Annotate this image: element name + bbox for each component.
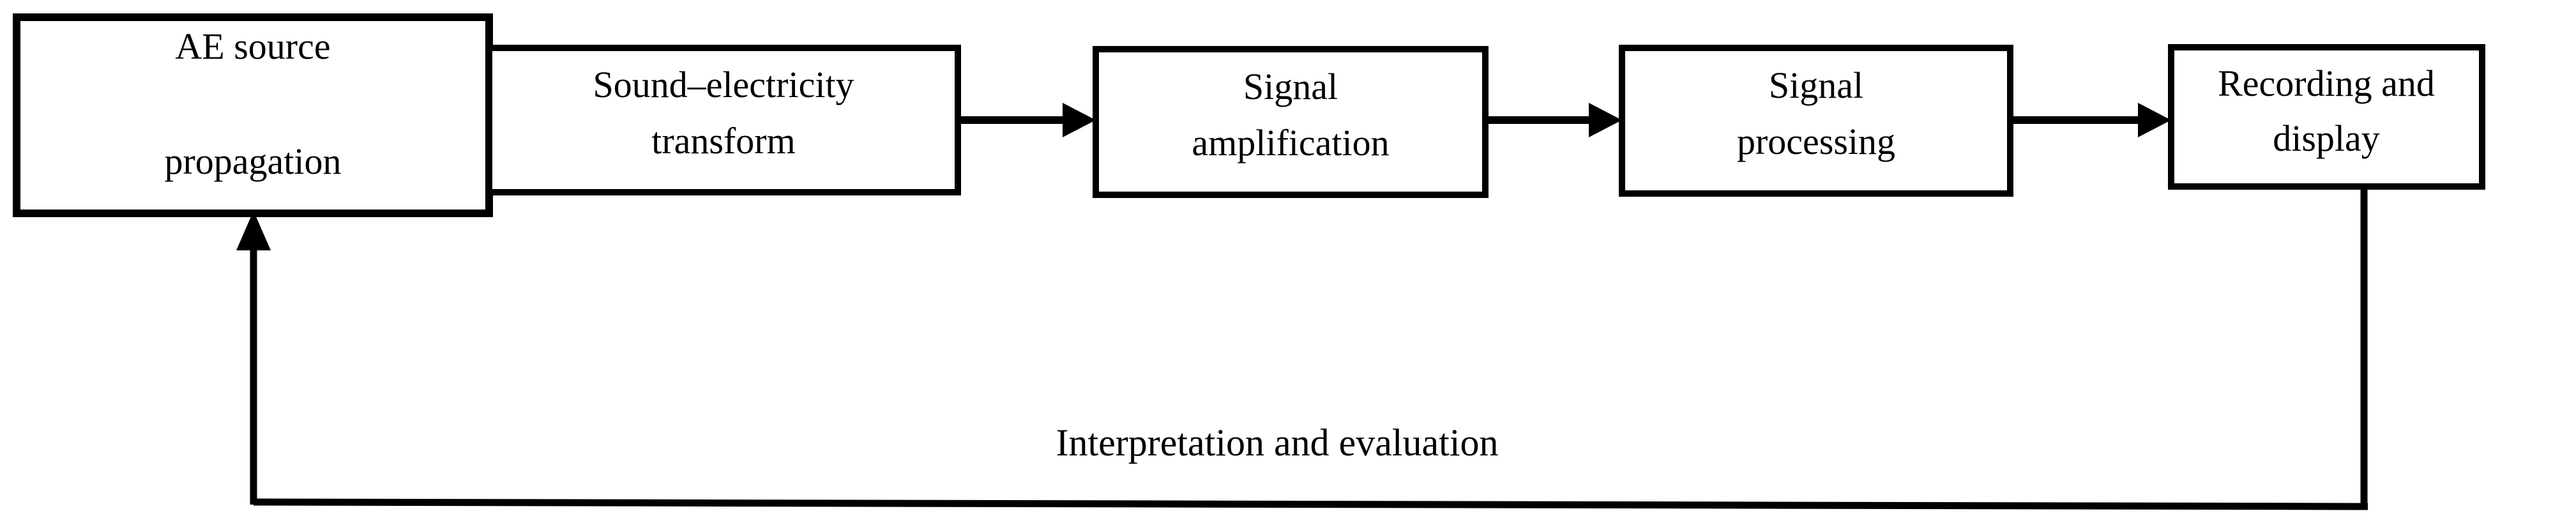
edge-2-arrowhead-icon: [1063, 103, 1096, 137]
node-signal-amplification-label-line2: amplification: [1192, 122, 1389, 164]
node-signal-amplification[interactable]: Signal amplification: [1093, 46, 1489, 198]
node-ae-source-propagation-label-line1: AE source: [175, 26, 330, 67]
node-sound-electricity-transform-box[interactable]: [486, 45, 961, 195]
node-signal-amplification-box[interactable]: [1093, 46, 1489, 198]
edge-3-arrowhead-icon: [1589, 103, 1622, 137]
node-signal-processing[interactable]: Signal processing: [1619, 45, 2013, 197]
edge-4-arrowhead-icon: [2138, 103, 2171, 137]
node-recording-and-display-label-line1: Recording and: [2218, 63, 2435, 104]
node-signal-amplification-label-line1: Signal: [1243, 66, 1338, 107]
node-signal-processing-label-line2: processing: [1737, 121, 1895, 162]
edge-feedback: [236, 187, 2368, 510]
node-ae-source-propagation-label-line2: propagation: [164, 141, 341, 182]
feedback-horizontal-segment: [253, 498, 2368, 510]
feedback-arrowhead-icon: [236, 211, 271, 250]
node-signal-processing-box[interactable]: [1619, 45, 2013, 197]
node-signal-processing-label-line1: Signal: [1769, 65, 1863, 106]
node-ae-source-propagation-box[interactable]: [13, 13, 493, 217]
node-recording-and-display-box[interactable]: [2168, 44, 2485, 190]
edge-feedback-label: Interpretation and evaluation: [1056, 422, 1498, 464]
edge-4: [2010, 103, 2171, 137]
node-ae-source-propagation[interactable]: AE source propagation: [13, 13, 493, 217]
node-sound-electricity-transform[interactable]: Sound–electricity transform: [486, 45, 961, 195]
node-sound-electricity-transform-label-line2: transform: [651, 120, 796, 162]
node-sound-electricity-transform-label-line1: Sound–electricity: [593, 64, 854, 105]
node-recording-and-display[interactable]: Recording and display: [2168, 44, 2485, 190]
edge-2: [958, 103, 1096, 137]
node-recording-and-display-label-line2: display: [2273, 118, 2380, 159]
edge-3: [1485, 103, 1622, 137]
